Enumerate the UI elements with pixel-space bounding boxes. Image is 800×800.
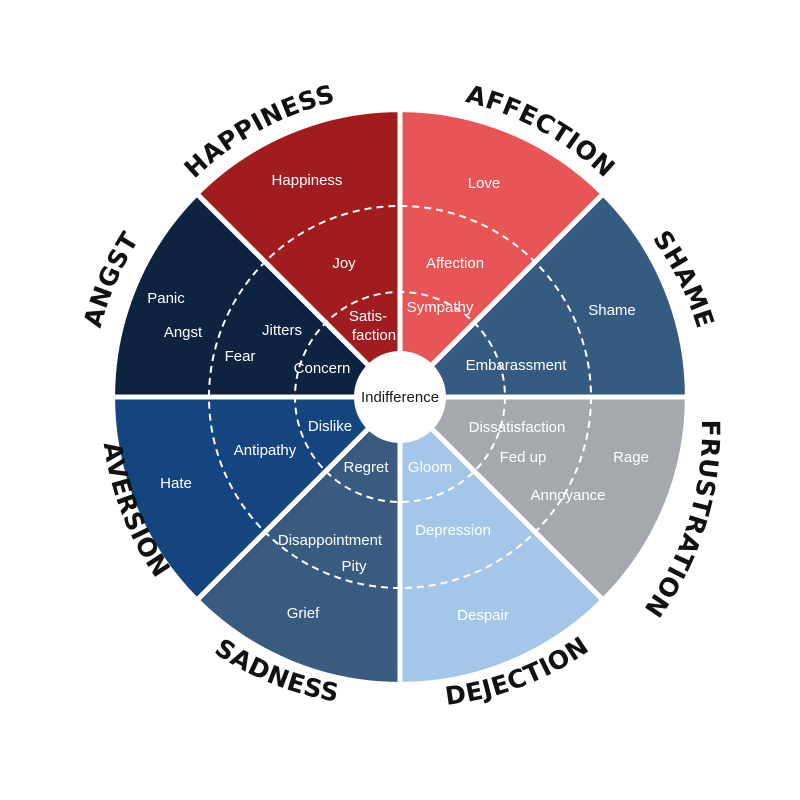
emotion-depression: Depression (415, 522, 491, 539)
sector-sadness (193, 390, 403, 687)
sector-shame (393, 190, 690, 400)
sector-aversion (110, 394, 407, 604)
center-circle (354, 351, 446, 443)
emotion-disappointment: Disappointment (278, 532, 383, 549)
emotion-affection: Affection (426, 255, 484, 272)
emotion-panic: Panic (147, 290, 185, 307)
emotion-joy: Joy (332, 255, 356, 272)
sector-happiness (193, 107, 403, 404)
sector-angst (110, 190, 407, 400)
emotion-happiness: Happiness (272, 172, 343, 189)
emotion-annoyance: Annoyance (530, 487, 605, 504)
emotion-angst: Angst (164, 324, 203, 341)
emotion-fear: Fear (225, 348, 256, 365)
emotion-dissatisfaction: Dissatisfaction (469, 419, 566, 436)
wheel-sectors (110, 107, 690, 687)
emotion-jitters: Jitters (262, 322, 302, 339)
emotion-concern: Concern (294, 360, 351, 377)
emotion-fed-up: Fed up (500, 449, 547, 466)
emotion-sympathy: Sympathy (407, 299, 474, 316)
sector-dejection (397, 390, 607, 687)
sector-frustration (393, 394, 690, 604)
emotion-antipathy: Antipathy (234, 442, 297, 459)
outer-dashed-ring (208, 205, 592, 589)
emotion-hate: Hate (160, 475, 192, 492)
emotion-rage: Rage (613, 449, 649, 466)
emotion-pity: Pity (341, 558, 367, 575)
emotion-dislike: Dislike (308, 418, 352, 435)
emotion-shame: Shame (588, 302, 636, 319)
emotion-gloom: Gloom (408, 459, 452, 476)
emotion-grief: Grief (287, 605, 320, 622)
emotion-satisfaction-2: faction (352, 327, 396, 344)
emotion-satisfaction-1: Satis- (349, 308, 387, 325)
sector-affection (397, 107, 607, 404)
emotion-labels: Happiness Joy Satis- faction Love Affect… (147, 172, 649, 624)
inner-dashed-ring (294, 291, 506, 503)
emotion-despair: Despair (457, 607, 509, 624)
emotion-regret: Regret (343, 459, 389, 476)
center-label: Indifference (361, 389, 439, 406)
emotion-embarassment: Embarassment (466, 357, 568, 374)
emotion-love: Love (468, 175, 501, 192)
